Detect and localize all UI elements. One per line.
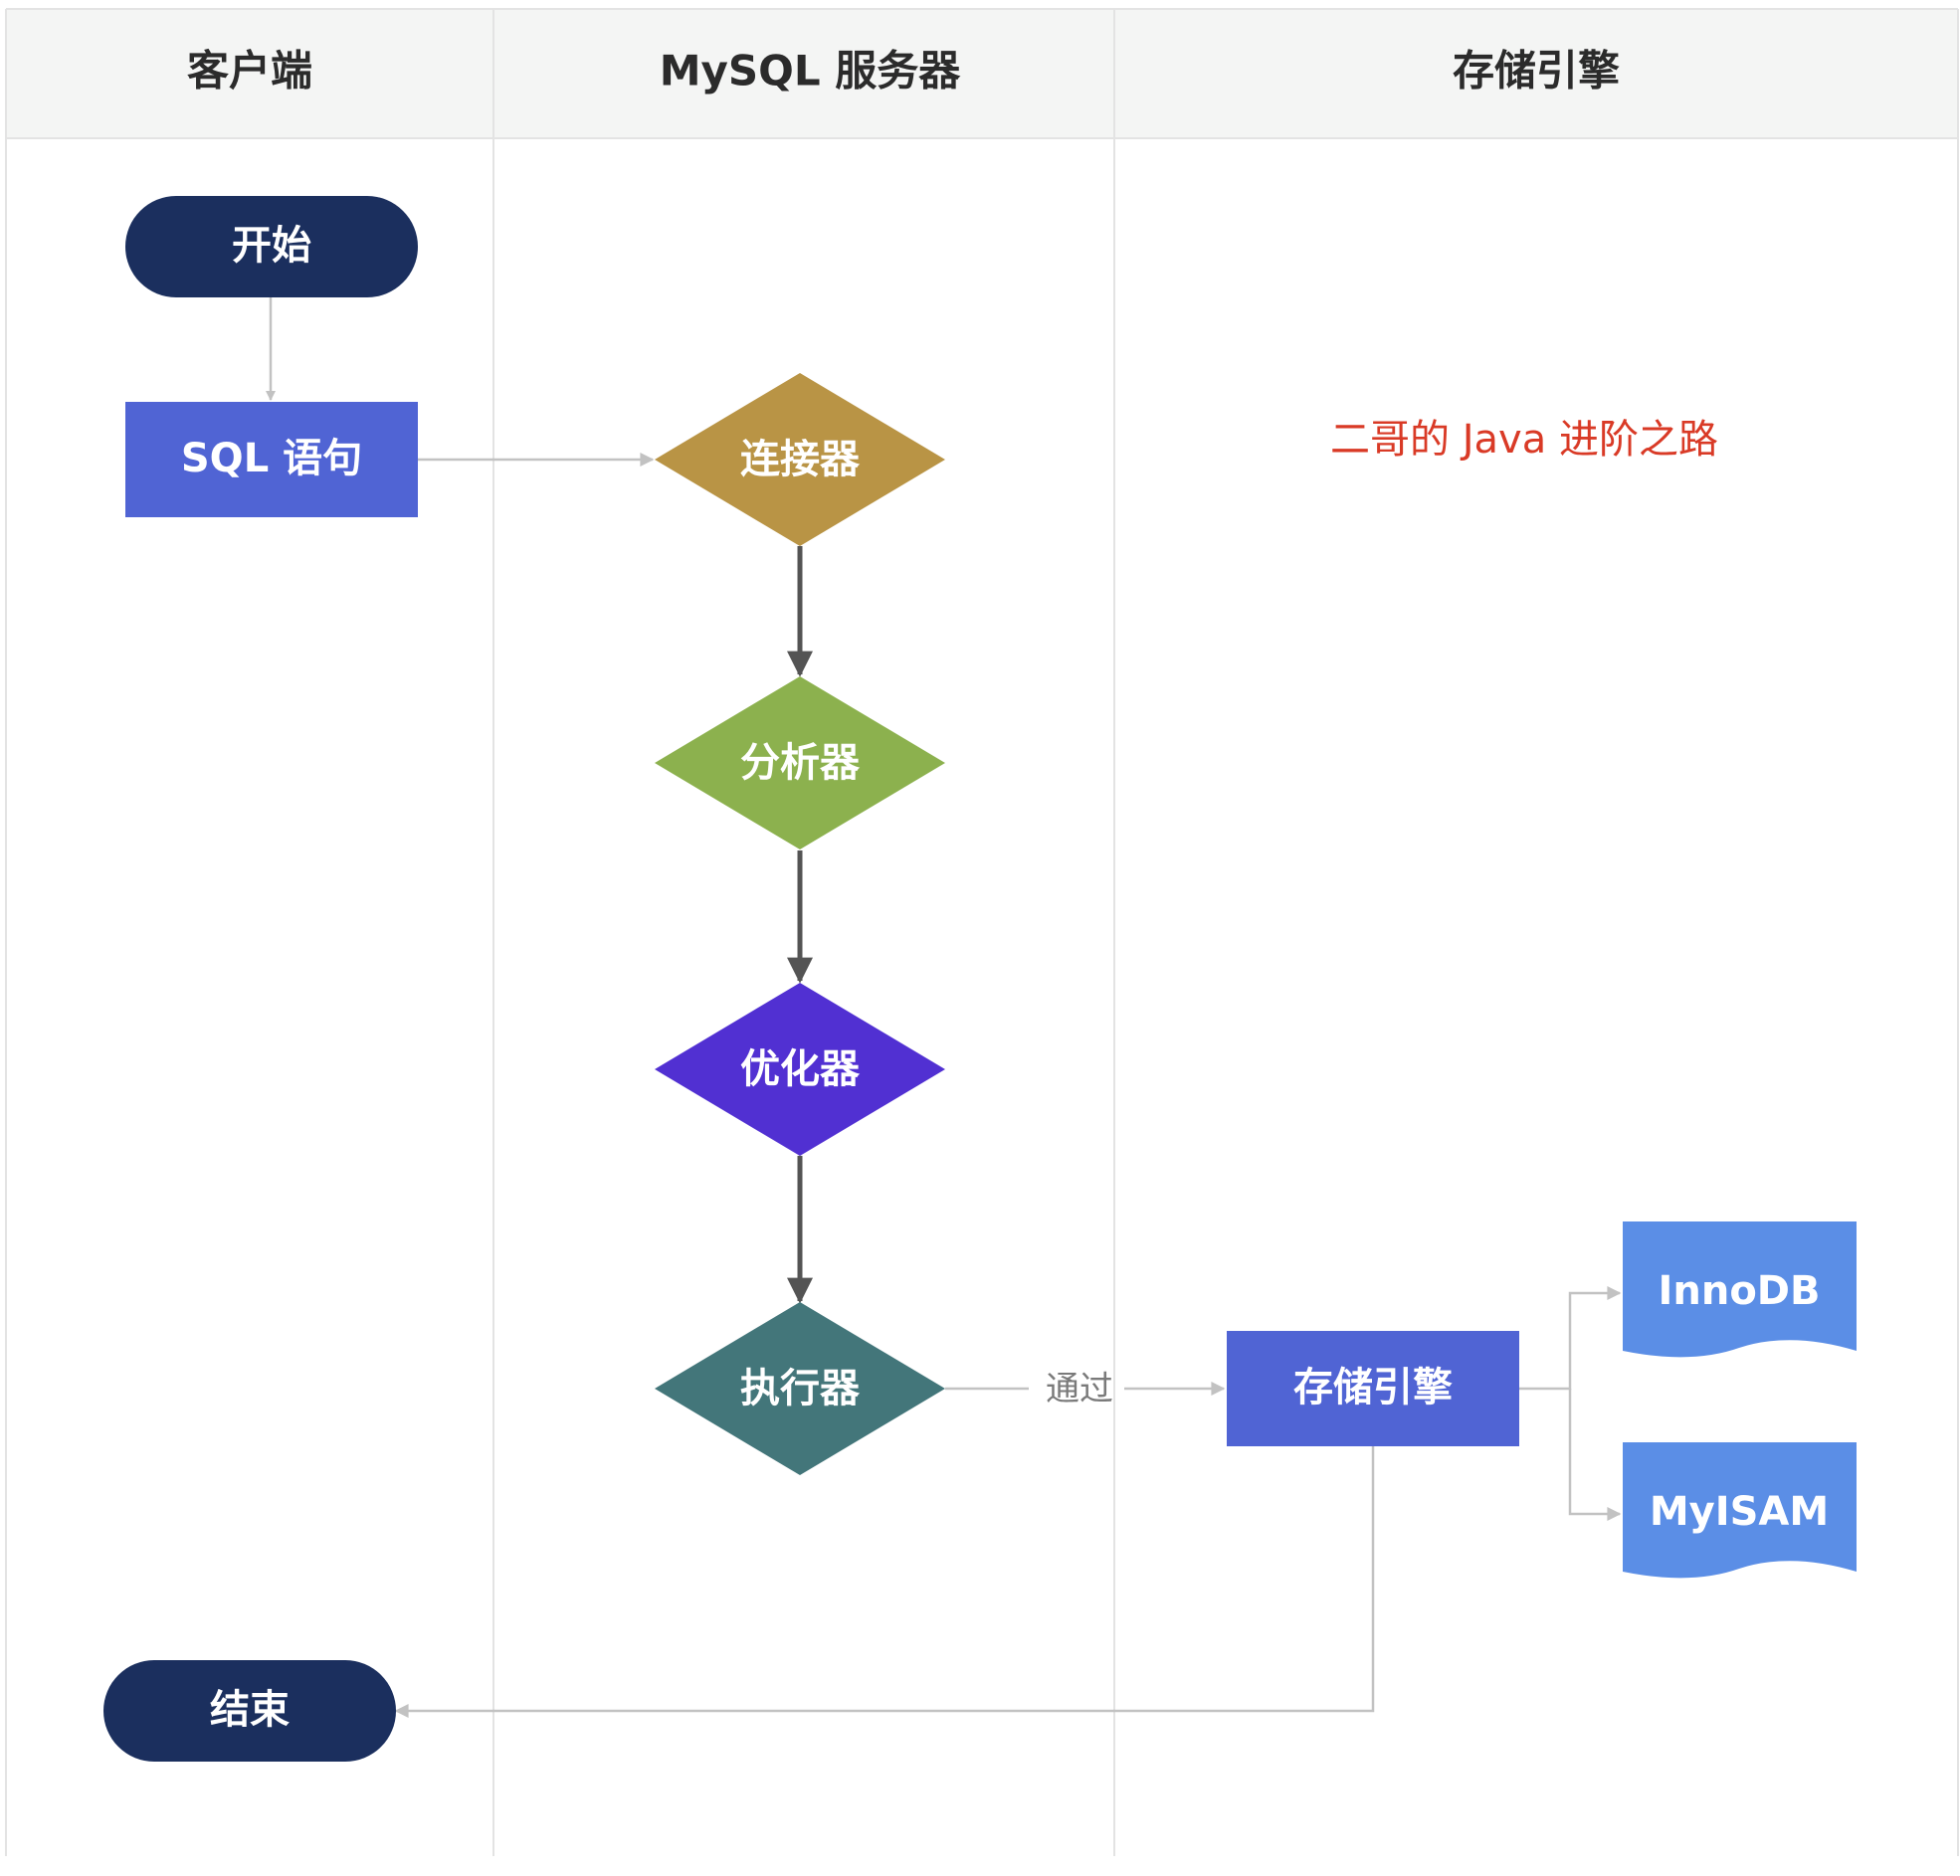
end-label: 结束	[210, 1687, 290, 1733]
executor-label: 执行器	[740, 1366, 861, 1411]
sql-process-shape	[125, 402, 418, 517]
node-start[interactable]: 开始	[125, 196, 418, 297]
edge-storage-to-myisam	[1568, 1389, 1622, 1521]
watermark-text: 二哥的 Java 进阶之路	[1330, 417, 1718, 463]
storage-process-shape	[1227, 1331, 1519, 1446]
node-optimizer[interactable]: 优化器	[655, 983, 945, 1156]
connector-diamond-shape	[655, 373, 945, 546]
analyzer-label: 分析器	[740, 740, 861, 786]
node-analyzer[interactable]: 分析器	[655, 676, 945, 849]
myisam-document-shape	[1623, 1442, 1857, 1579]
start-terminal-shape	[125, 196, 418, 297]
myisam-label: MyISAM	[1650, 1489, 1829, 1535]
innodb-document-shape	[1623, 1221, 1857, 1358]
node-end[interactable]: 结束	[103, 1660, 396, 1762]
lane-title-client: 客户端	[187, 47, 312, 95]
optimizer-label: 优化器	[740, 1046, 861, 1092]
node-myisam[interactable]: MyISAM	[1623, 1442, 1857, 1579]
node-innodb[interactable]: InnoDB	[1623, 1221, 1857, 1358]
node-sql-statement[interactable]: SQL 语句	[125, 402, 418, 517]
edge-storage-to-end	[394, 1446, 1375, 1718]
lane-title-mysql-server: MySQL 服务器	[660, 47, 962, 95]
lane-title-storage-engine: 存储引擎	[1453, 47, 1620, 95]
edge-label-through: 通过	[1046, 1370, 1113, 1409]
analyzer-diamond-shape	[655, 676, 945, 849]
lane-header-band	[6, 9, 1958, 138]
executor-diamond-shape	[655, 1302, 945, 1475]
edge-storage-to-innodb	[1518, 1286, 1622, 1391]
end-terminal-shape	[103, 1660, 396, 1762]
node-executor[interactable]: 执行器	[655, 1302, 945, 1475]
storage-label: 存储引擎	[1293, 1365, 1453, 1410]
node-connector[interactable]: 连接器	[655, 373, 945, 546]
sql-label: SQL 语句	[181, 436, 362, 481]
start-label: 开始	[232, 223, 311, 269]
node-storage-engine[interactable]: 存储引擎	[1227, 1331, 1519, 1446]
optimizer-diamond-shape	[655, 983, 945, 1156]
connector-label: 连接器	[740, 437, 861, 482]
innodb-label: InnoDB	[1658, 1268, 1820, 1314]
